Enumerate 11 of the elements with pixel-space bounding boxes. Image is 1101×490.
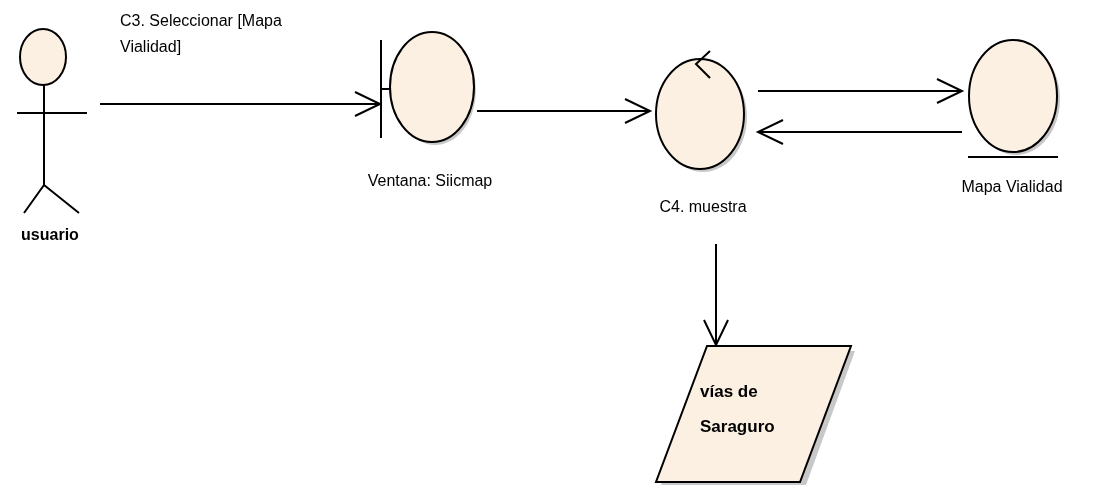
arrow (99, 91, 381, 117)
node-label: vías de Saraguro (700, 381, 776, 438)
arrow (757, 119, 963, 145)
node-label: Mapa Vialidad (960, 177, 1064, 197)
arrow (757, 78, 963, 104)
arrow (476, 98, 651, 124)
arrow (703, 243, 729, 346)
node-label: Ventana: Siicmap (366, 171, 494, 191)
node-label: C4. muestra (658, 197, 748, 217)
edge-label: C3. Seleccionar [Mapa Vialidad] (120, 11, 283, 57)
node-label: usuario (20, 225, 80, 245)
